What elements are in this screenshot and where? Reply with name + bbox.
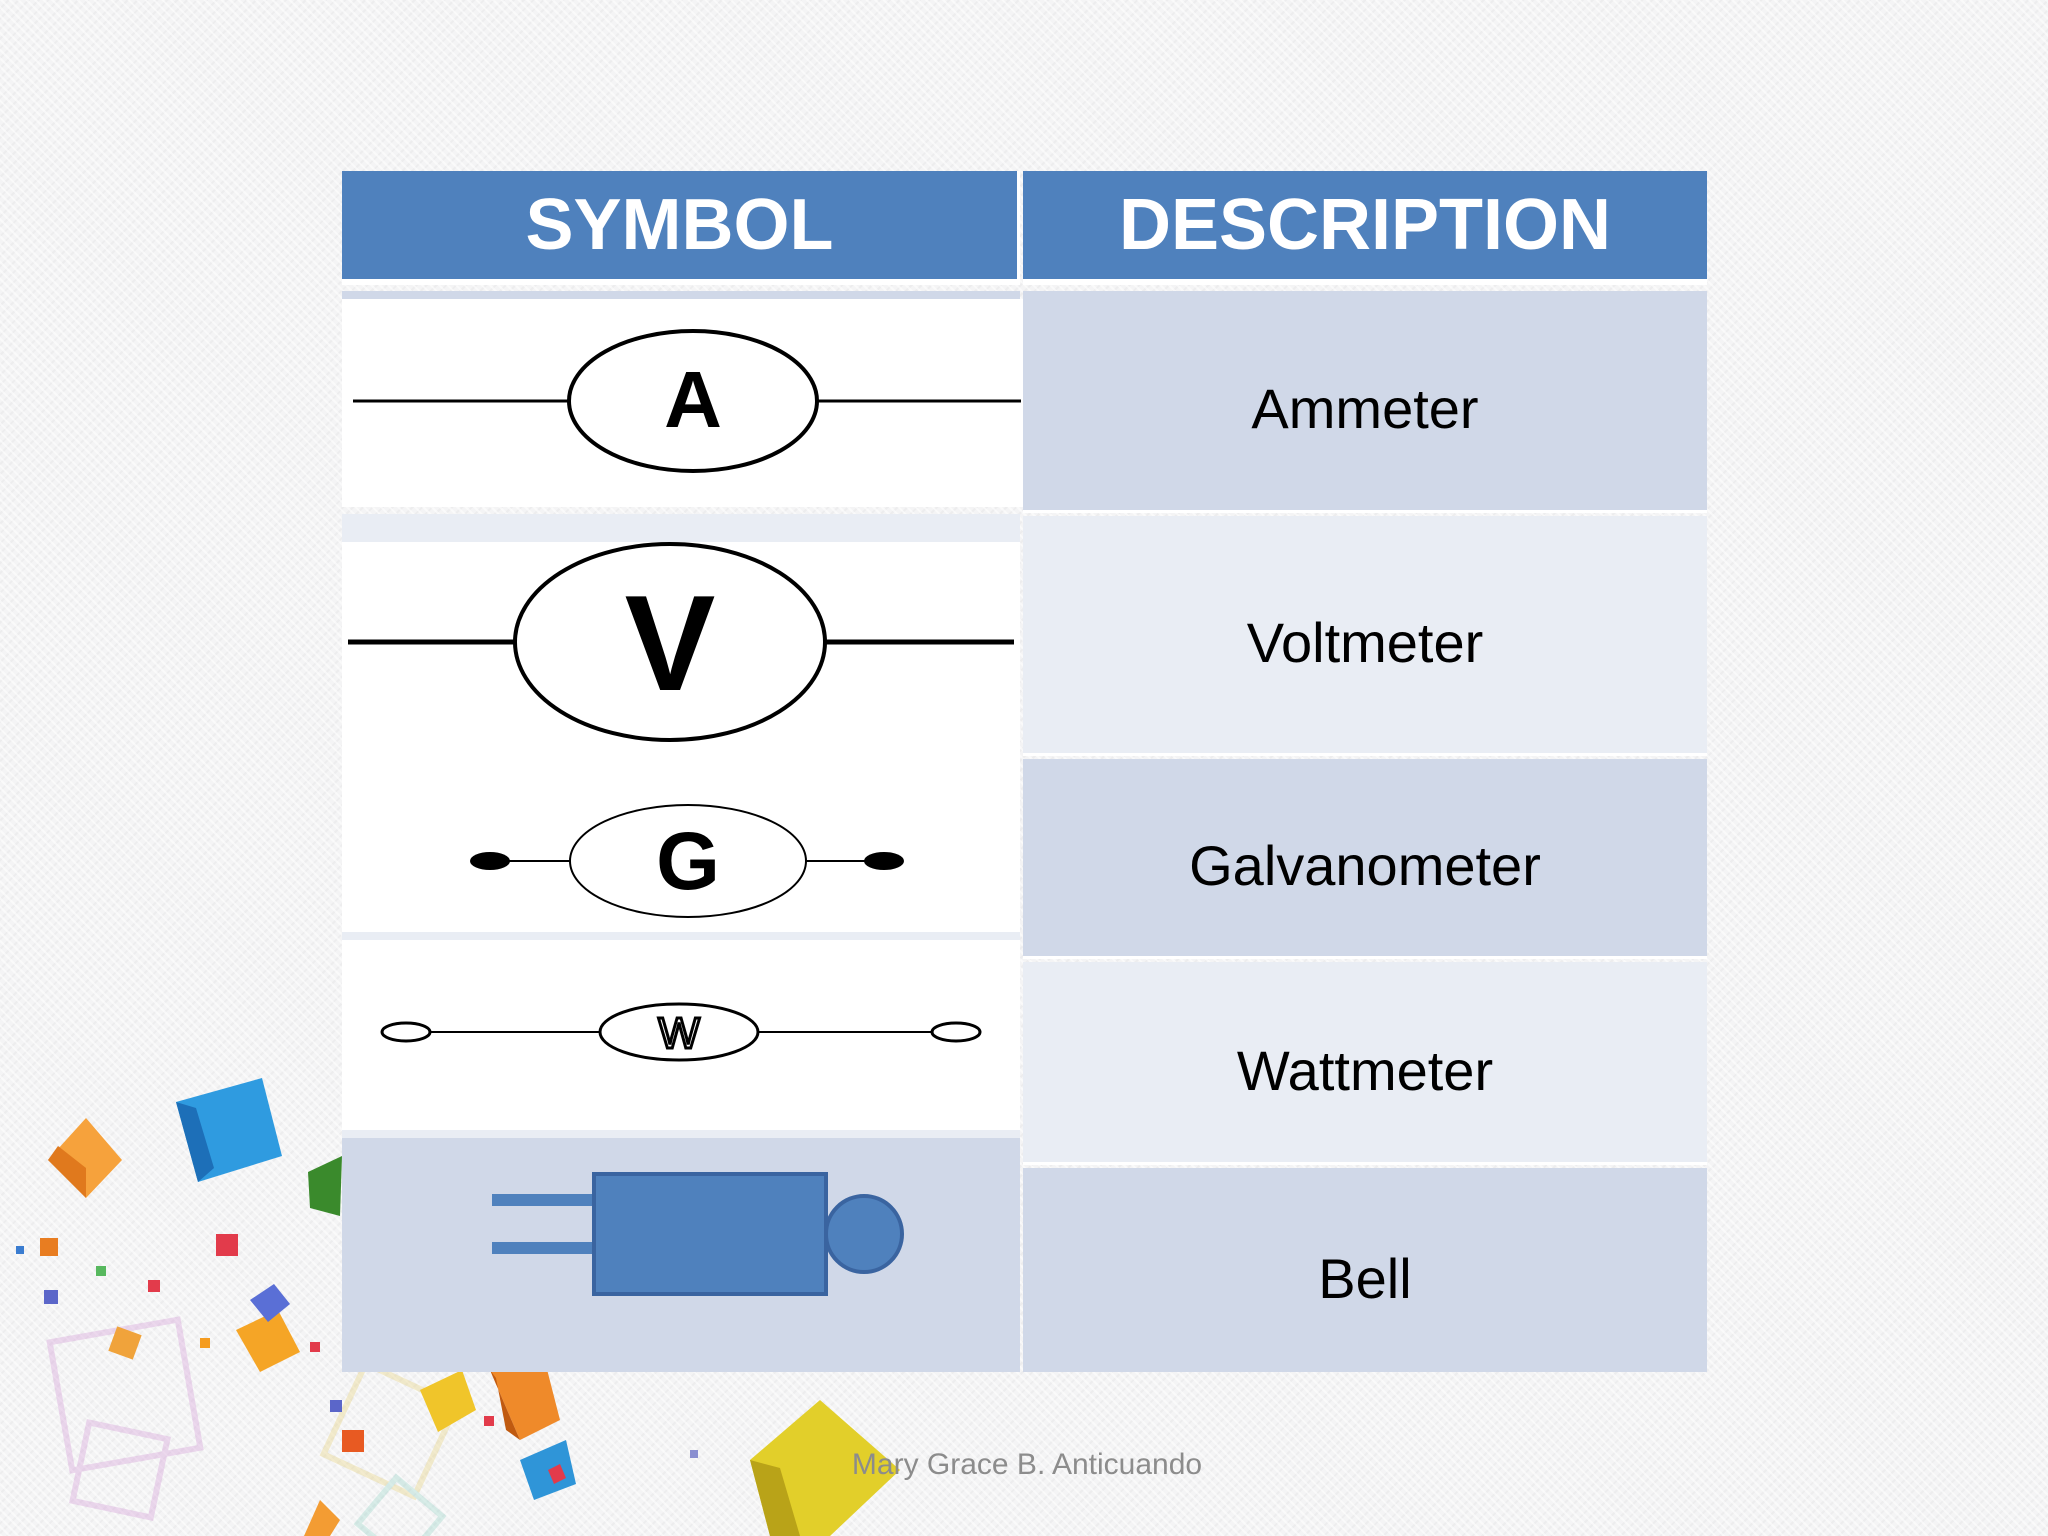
description-wattmeter: Wattmeter [1023,962,1707,1165]
galvanometer-letter: G [656,816,720,907]
galvanometer-symbol-icon: G [470,804,904,918]
description-voltmeter: Voltmeter [1023,516,1707,756]
symbol-column-header: SYMBOL [342,171,1020,285]
ammeter-letter: A [664,355,722,444]
symbol-cell: W [342,940,1020,1130]
description-galvanometer: Galvanometer [1023,759,1707,959]
ammeter-symbol-icon: A [353,329,1021,473]
symbol-table: SYMBOL DESCRIPTION A Ammeter V Voltmeter [342,171,1707,1372]
symbol-cell: G [342,744,1020,932]
voltmeter-symbol-icon: V [348,542,1014,742]
wattmeter-letter: W [658,1009,700,1058]
table-row-bg [342,1130,1020,1138]
description-column-header: DESCRIPTION [1023,171,1707,285]
description-bell: Bell [1023,1168,1707,1372]
wattmeter-symbol-icon: W [380,1002,982,1062]
table-row-bg [342,932,1020,940]
symbol-cell: V [342,542,1020,744]
symbol-cell: A [342,299,1032,507]
voltmeter-letter: V [625,567,716,719]
bell-symbol-icon [492,1172,904,1296]
description-ammeter: Ammeter [1023,291,1707,513]
table-row-bg [342,514,1020,542]
footer-author: Mary Grace B. Anticuando [851,1448,1203,1481]
symbol-cell [342,1138,1020,1372]
